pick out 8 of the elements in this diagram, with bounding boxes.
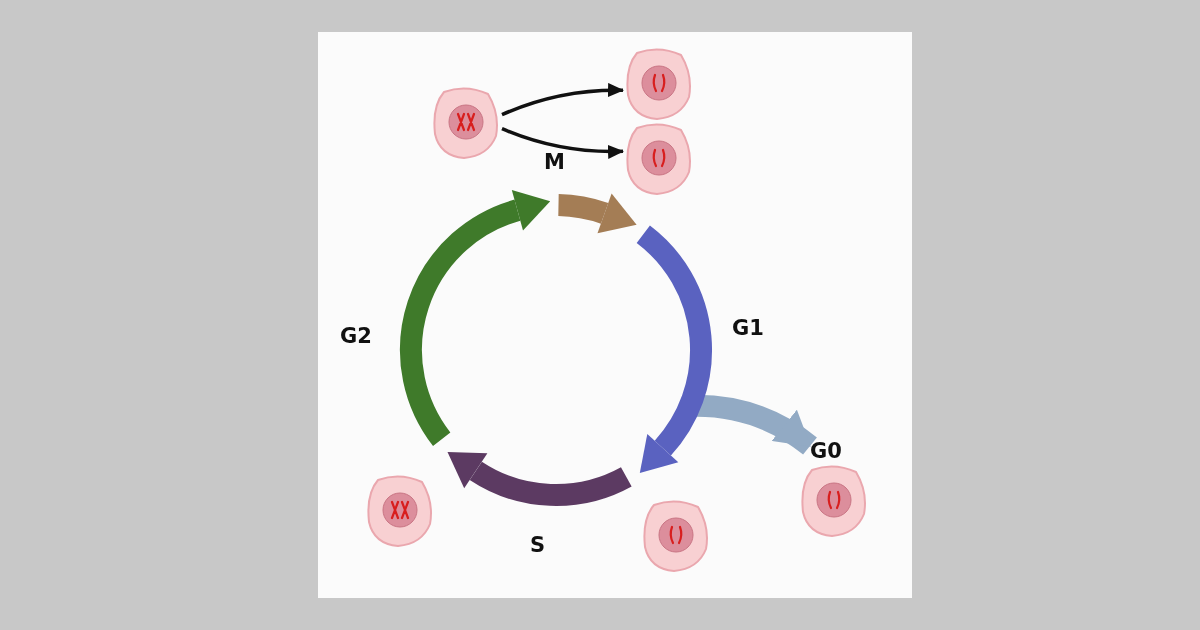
phase-label: G1: [732, 318, 764, 339]
phase-label: S: [530, 535, 546, 556]
phase-label: G2: [340, 326, 372, 347]
arrow: [501, 83, 624, 117]
phase-label: G0: [810, 441, 842, 462]
arrow: [694, 394, 817, 455]
phase-label: M: [544, 152, 565, 173]
arrow: [501, 127, 624, 159]
